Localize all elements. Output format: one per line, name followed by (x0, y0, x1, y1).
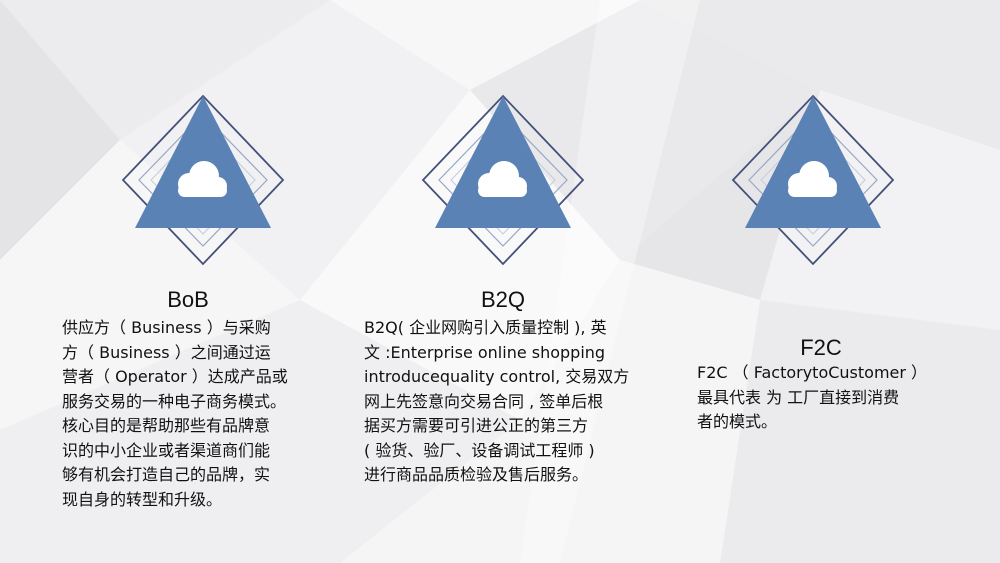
text-line: introducequality control, 交易双方 (364, 367, 630, 386)
b2q-icon-graphic (403, 88, 603, 278)
bob-title: BoB (167, 287, 209, 312)
cloud-icon (788, 161, 837, 197)
text-line: 现自身的转型和升级。 (62, 489, 223, 509)
text-line: 服务交易的一种电子商务模式。 (62, 391, 287, 411)
cloud-icon (478, 161, 527, 197)
text-line: 文 :Enterprise online shopping (364, 342, 606, 362)
f2c-icon-graphic (713, 88, 913, 278)
text-line: 者的模式。 (697, 412, 778, 431)
f2c-title: F2C (800, 335, 842, 360)
text-line: 够有机会打造自己的品牌，实 (62, 465, 271, 484)
f2c-description: F2C （ FactorytoCustomer ） 最具代表 为 工厂直接到消费… (697, 361, 947, 435)
cloud-icon (178, 161, 227, 197)
text-line: 识的中小企业或者渠道商们能 (62, 440, 271, 460)
text-line: ( 验货、验厂、设备调试工程师 ) (364, 440, 595, 460)
b2q-title: B2Q (480, 287, 526, 312)
bob-description: 供应方（ Business ）与采购 方（ Business ）之间通过运 营者… (62, 316, 318, 512)
text-line: 方（ Business ）之间通过运 (62, 342, 271, 362)
text-line: 据买方需要可引进公正的第三方 (364, 416, 589, 435)
b2q-description: B2Q( 企业网购引入质量控制 ), 英 文 :Enterprise onlin… (364, 316, 646, 488)
text-line: B2Q( 企业网购引入质量控制 ), 英 (364, 318, 607, 337)
bob-icon-graphic (103, 88, 303, 278)
text-line: 网上先签意向交易合同 , 签单后根 (364, 391, 604, 411)
text-line: 进行商品品质检验及售后服务。 (364, 465, 589, 484)
text-line: 核心目的是帮助那些有品牌意 (62, 416, 271, 435)
text-line: F2C （ FactorytoCustomer ） (697, 363, 928, 382)
text-line: 最具代表 为 工厂直接到消费 (697, 387, 900, 407)
text-line: 营者（ Operator ）达成产品或 (62, 367, 288, 386)
text-line: 供应方（ Business ）与采购 (62, 318, 271, 337)
